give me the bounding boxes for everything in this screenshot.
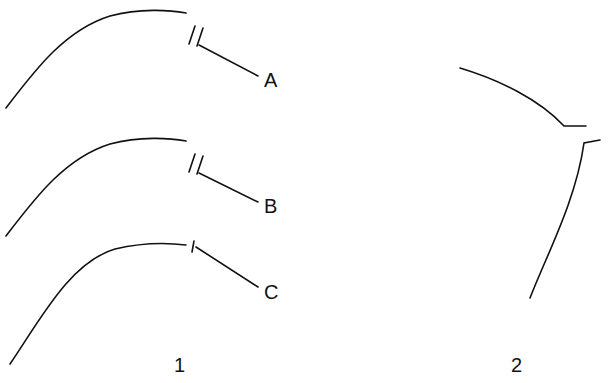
profile-curve bbox=[6, 10, 186, 108]
profile-curve bbox=[6, 138, 186, 236]
profile-curve bbox=[460, 68, 586, 126]
part-label: A bbox=[264, 70, 277, 90]
break-mark bbox=[197, 28, 203, 46]
figure-number: 1 bbox=[174, 355, 185, 375]
break-mark bbox=[189, 154, 195, 172]
leader-line bbox=[199, 173, 258, 202]
break-mark bbox=[197, 156, 203, 174]
profile-curve bbox=[530, 140, 600, 298]
part-label: C bbox=[264, 282, 278, 302]
leader-line bbox=[199, 45, 258, 76]
break-mark bbox=[192, 241, 194, 252]
leader-line bbox=[196, 247, 258, 287]
part-label: B bbox=[264, 196, 277, 216]
profile-curve bbox=[10, 244, 186, 364]
break-mark bbox=[189, 26, 195, 44]
figure-number: 2 bbox=[511, 355, 522, 375]
